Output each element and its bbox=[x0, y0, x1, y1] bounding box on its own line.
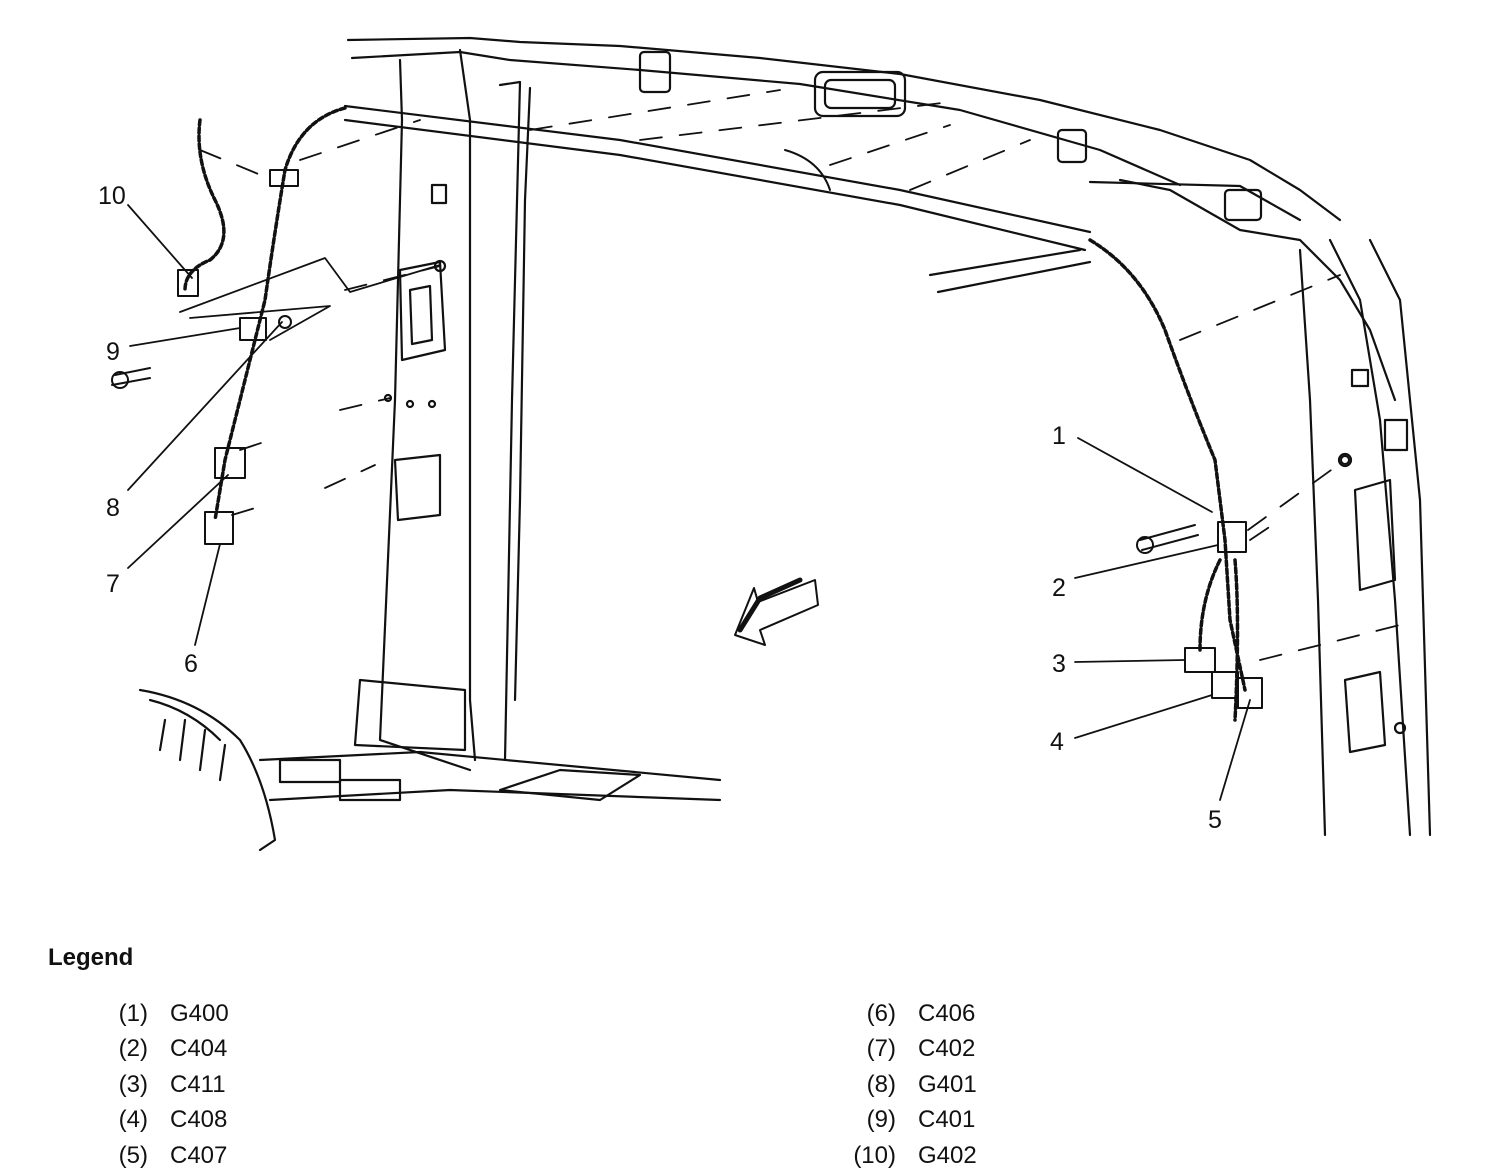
legend-column-left: (1) G400 (2) C404 (3) C411 (4) C408 (5) … bbox=[108, 996, 229, 1174]
callout-10: 10 bbox=[98, 182, 126, 210]
legend-item: (5) C407 bbox=[108, 1138, 229, 1174]
legend-item-number: (4) bbox=[118, 1106, 148, 1134]
forward-arrow bbox=[734, 577, 819, 646]
legend-item-code: C402 bbox=[918, 1035, 976, 1063]
legend-item-code: C407 bbox=[170, 1141, 228, 1169]
legend-item-number: (6) bbox=[866, 999, 896, 1027]
legend-item-number: (5) bbox=[118, 1141, 148, 1169]
legend-item-code: C408 bbox=[170, 1106, 228, 1134]
legend-item: (8) G401 bbox=[846, 1067, 977, 1103]
legend-item-number: (1) bbox=[118, 999, 148, 1027]
left-pillar bbox=[353, 48, 532, 772]
roof-rail bbox=[343, 104, 1092, 294]
legend-item: (9) C401 bbox=[846, 1103, 977, 1139]
legend-item: (10) G402 bbox=[846, 1138, 977, 1174]
right-pillar bbox=[1298, 238, 1432, 837]
callout-3: 3 bbox=[1052, 650, 1066, 678]
legend-item-code: C406 bbox=[918, 999, 976, 1027]
callout-7: 7 bbox=[106, 570, 120, 598]
callout-5: 5 bbox=[1208, 806, 1222, 834]
legend-item-number: (3) bbox=[118, 1070, 148, 1098]
legend-item-number: (9) bbox=[866, 1106, 896, 1134]
cab-roof bbox=[346, 36, 1397, 402]
legend-item: (4) C408 bbox=[108, 1103, 229, 1139]
callout-6: 6 bbox=[184, 650, 198, 678]
callout-8: 8 bbox=[106, 494, 120, 522]
callout-9: 9 bbox=[106, 338, 120, 366]
legend-item: (3) C411 bbox=[108, 1067, 229, 1103]
legend-item-code: G400 bbox=[170, 999, 229, 1027]
pointer-wedges bbox=[179, 257, 441, 341]
alignment-lines bbox=[199, 89, 1401, 661]
legend-item-code: G402 bbox=[918, 1141, 977, 1169]
callout-1: 1 bbox=[1052, 422, 1066, 450]
legend-item: (6) C406 bbox=[846, 996, 977, 1032]
callout-4: 4 bbox=[1050, 728, 1064, 756]
legend-item-code: C404 bbox=[170, 1035, 228, 1063]
legend-item-number: (2) bbox=[118, 1035, 148, 1063]
legend-item-number: (8) bbox=[866, 1070, 896, 1098]
legend-item-number: (7) bbox=[866, 1035, 896, 1063]
legend-item: (2) C404 bbox=[108, 1032, 229, 1068]
harness-component-diagram: 1 2 3 4 5 6 7 8 9 10 bbox=[98, 36, 1432, 852]
legend-item: (1) G400 bbox=[108, 996, 229, 1032]
legend-item-code: C411 bbox=[170, 1070, 226, 1098]
left-harness bbox=[183, 106, 347, 522]
callout-leaders bbox=[127, 204, 1251, 801]
legend-item: (7) C402 bbox=[846, 1032, 977, 1068]
right-harness bbox=[1088, 238, 1247, 722]
legend-item-code: C401 bbox=[918, 1106, 976, 1134]
callout-2: 2 bbox=[1052, 574, 1066, 602]
legend-column-right: (6) C406 (7) C402 (8) G401 (9) C401 (10)… bbox=[846, 996, 977, 1174]
legend-item-code: G401 bbox=[918, 1070, 977, 1098]
connectors bbox=[111, 169, 1350, 709]
legend-title: Legend bbox=[48, 944, 134, 971]
cab-floor bbox=[138, 688, 722, 852]
legend-item-number: (10) bbox=[853, 1141, 896, 1169]
